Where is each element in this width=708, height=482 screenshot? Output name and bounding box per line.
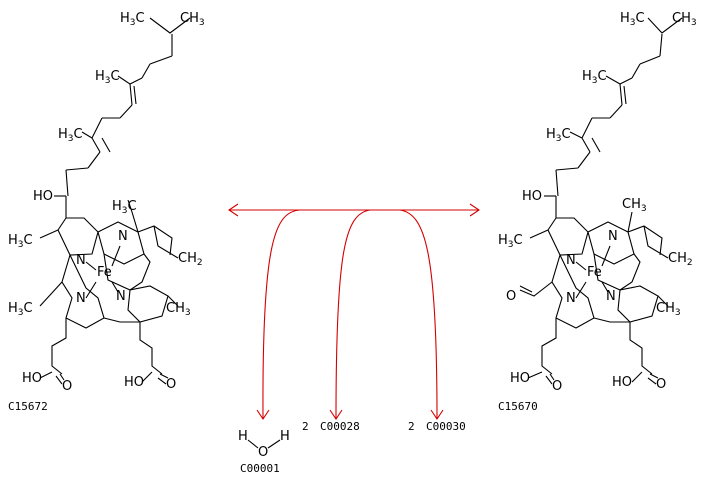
right-aldehyde-oxygen: O — [506, 289, 516, 304]
right-tail-methyl-1: H3C — [620, 11, 645, 28]
right-side-methyl: H3C — [498, 233, 523, 250]
left-acid2-hydroxyl: HO — [124, 375, 144, 390]
left-n3: N — [76, 291, 86, 306]
left-tail-methyl-1: H3C — [120, 11, 145, 28]
left-tail-methyl-2: CH3 — [180, 11, 205, 28]
left-n2: N — [118, 229, 128, 244]
right-top-methyl: CH3 — [622, 197, 647, 214]
left-bottom-methyl: H3C — [8, 301, 33, 318]
left-n4: N — [116, 289, 126, 304]
c00028-arrowhead — [329, 409, 343, 420]
water-h2: H — [280, 429, 290, 444]
left-tail-methyl-4: H3C — [58, 127, 83, 144]
left-acid1-oxygen: O — [62, 379, 72, 394]
right-acid2-oxygen: O — [656, 377, 666, 392]
reaction-arrows — [228, 203, 480, 420]
left-acid2-oxygen: O — [166, 377, 176, 392]
left-vinyl: CH2 — [178, 251, 203, 268]
right-iron: Fe — [587, 265, 602, 280]
right-compound-id[interactable]: C15670 — [498, 400, 538, 413]
right-tail-methyl-3: H3C — [582, 69, 607, 86]
right-arrowhead — [469, 203, 480, 217]
water-bonds — [247, 439, 281, 449]
left-compound-id[interactable]: C15672 — [8, 400, 48, 413]
left-side-methyl: H3C — [8, 233, 33, 250]
water-branch-arrow — [262, 209, 301, 419]
c00030-branch-arrow — [399, 209, 438, 419]
right-compound: H3C CH3 H3C H3C HO CH3 CH2 H3C O CH3 N N… — [498, 11, 697, 413]
right-acid1-oxygen: O — [552, 379, 562, 394]
right-acid2-hydroxyl: HO — [612, 375, 632, 390]
right-n4: N — [606, 289, 616, 304]
right-n2: N — [608, 229, 618, 244]
right-vinyl: CH2 — [668, 251, 693, 268]
c00030-compound-id[interactable]: C00030 — [426, 420, 466, 433]
left-compound: H3C CH3 H3C H3C HO H3C CH2 H3C H3C CH3 N… — [8, 11, 205, 413]
right-hydroxyl: HO — [522, 189, 542, 204]
left-acid1-hydroxyl: HO — [22, 371, 42, 386]
water-arrowhead — [256, 409, 270, 420]
c00028-compound-id[interactable]: C00028 — [320, 420, 360, 433]
c00030-coefficient: 2 — [408, 420, 415, 433]
left-tail-methyl-3: H3C — [95, 69, 120, 86]
c00030-arrowhead — [430, 409, 444, 420]
left-arrowhead — [228, 203, 239, 217]
c00028-coefficient: 2 — [302, 420, 309, 433]
left-hydroxyl: HO — [33, 189, 53, 204]
right-acid1-hydroxyl: HO — [510, 371, 530, 386]
right-tail-methyl-2: CH3 — [672, 11, 697, 28]
c00028-branch-arrow — [335, 209, 371, 419]
water-compound-id[interactable]: C00001 — [240, 462, 280, 475]
left-top-methyl: H3C — [112, 199, 137, 216]
right-bottom-right-methyl: CH3 — [656, 301, 681, 318]
products: H O H C00001 2 C00028 2 C00030 — [238, 420, 466, 475]
right-tail-methyl-4: H3C — [546, 127, 571, 144]
left-n1: N — [76, 253, 86, 268]
water-h1: H — [238, 429, 248, 444]
right-n1: N — [566, 253, 576, 268]
water-o: O — [258, 445, 268, 460]
left-bottom-right-methyl: CH3 — [166, 301, 191, 318]
right-n3: N — [566, 291, 576, 306]
left-iron: Fe — [97, 265, 112, 280]
